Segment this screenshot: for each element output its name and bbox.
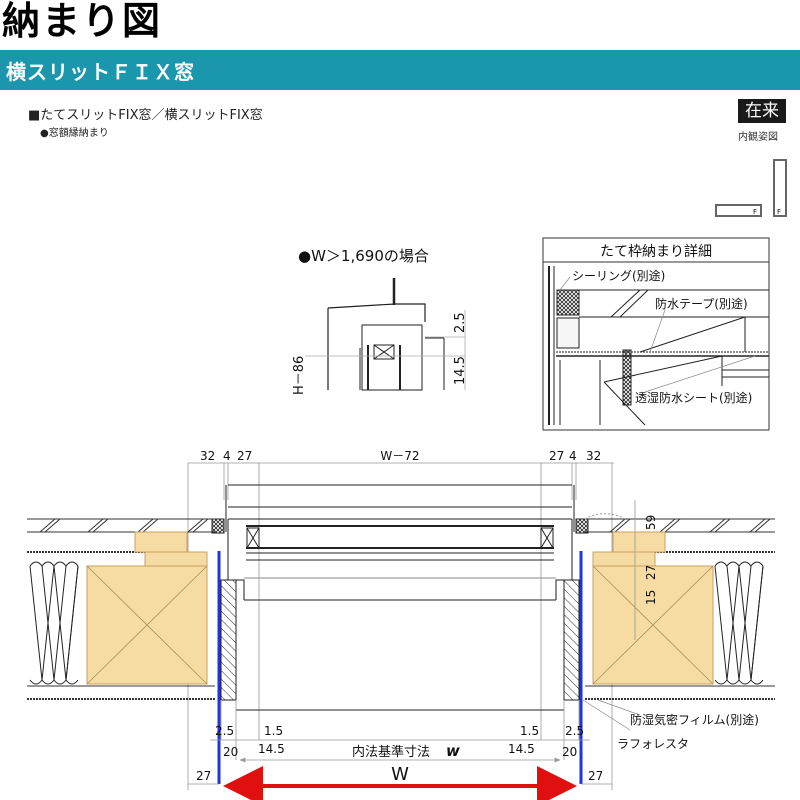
head-section-detail: ●W＞1,690の場合 2.5 14.5 H－86 bbox=[292, 247, 468, 395]
elevation-caption: 内観姿図 bbox=[738, 132, 778, 143]
section-note: ●窓額縁納まり bbox=[40, 128, 109, 139]
dim-right-27: 27 bbox=[549, 449, 564, 463]
icon-letter-v: F bbox=[777, 208, 781, 216]
dim-2-5: 2.5 bbox=[453, 312, 468, 333]
dim-right-4: 4 bbox=[569, 449, 577, 463]
width-label-w: W bbox=[391, 764, 409, 785]
dim-left-2-5: 2.5 bbox=[215, 724, 234, 738]
inner-dimension-symbol: w bbox=[446, 742, 460, 760]
detail-condition-label: ●W＞1,690の場合 bbox=[298, 247, 429, 265]
insulation-right bbox=[714, 561, 764, 685]
label-waterproof-tape: 防水テープ(別途) bbox=[655, 296, 748, 311]
dim-side-15: 15 bbox=[644, 590, 658, 605]
dim-14-5: 14.5 bbox=[453, 356, 468, 385]
label-vapor-film: 防湿気密フィルム(別途) bbox=[630, 712, 759, 727]
dim-right-1-5: 1.5 bbox=[520, 724, 539, 738]
jamb-detail-box: たて枠納まり詳細 シーリング(別途) 防水テープ(別途) 透湿防水シート(別途) bbox=[542, 237, 770, 431]
detail-box-title: たて枠納まり詳細 bbox=[600, 244, 712, 260]
wood-stud-left bbox=[86, 531, 208, 685]
plan-section-drawing: 32 4 27 W－72 27 4 32 bbox=[27, 449, 775, 800]
dim-right-2-5: 2.5 bbox=[565, 724, 584, 738]
horizontal-window-icon bbox=[715, 204, 762, 217]
dim-side-27: 27 bbox=[644, 565, 658, 580]
window-frame bbox=[211, 484, 626, 601]
banner: 横スリットＦＩＸ窓 bbox=[0, 50, 800, 90]
icon-letter-h: F bbox=[753, 208, 757, 216]
dim-bottom-right-27: 27 bbox=[588, 769, 603, 783]
banner-title: 横スリットＦＩＸ窓 bbox=[6, 60, 195, 84]
label-moisture-sheet: 透湿防水シート(別途) bbox=[635, 390, 752, 405]
dim-right-14-5: 14.5 bbox=[508, 742, 535, 756]
inner-dimension-label: 内法基準寸法 bbox=[352, 744, 430, 760]
wood-stud-right bbox=[592, 531, 714, 685]
dim-59: 59 bbox=[644, 515, 658, 530]
elevation-icons: F F bbox=[715, 159, 787, 217]
section-heading: ■たてスリットFIX窓／横スリットFIX窓 bbox=[28, 108, 263, 123]
casing-left bbox=[220, 579, 237, 701]
page-title: 納まり図 bbox=[2, 0, 163, 43]
casing-right bbox=[563, 579, 580, 701]
dim-left-1-5: 1.5 bbox=[264, 724, 283, 738]
dim-bottom-left-27: 27 bbox=[196, 769, 211, 783]
label-sealing: シーリング(別途) bbox=[572, 268, 665, 283]
screw-icon bbox=[622, 349, 632, 406]
dim-h-86: H－86 bbox=[292, 356, 307, 395]
dim-right-20: 20 bbox=[562, 745, 577, 759]
construction-type-badge: 在来 bbox=[738, 99, 786, 123]
insulation-left bbox=[29, 561, 79, 685]
vertical-window-icon bbox=[773, 159, 787, 217]
dim-left-32: 32 bbox=[200, 449, 215, 463]
dim-right-32: 32 bbox=[586, 449, 601, 463]
dim-left-4: 4 bbox=[223, 449, 231, 463]
label-lath: ラフォレスタ bbox=[617, 737, 689, 751]
dim-left-14-5: 14.5 bbox=[258, 742, 285, 756]
dim-w-72: W－72 bbox=[380, 449, 419, 463]
dim-left-27: 27 bbox=[237, 449, 252, 463]
dim-left-20: 20 bbox=[223, 745, 238, 759]
